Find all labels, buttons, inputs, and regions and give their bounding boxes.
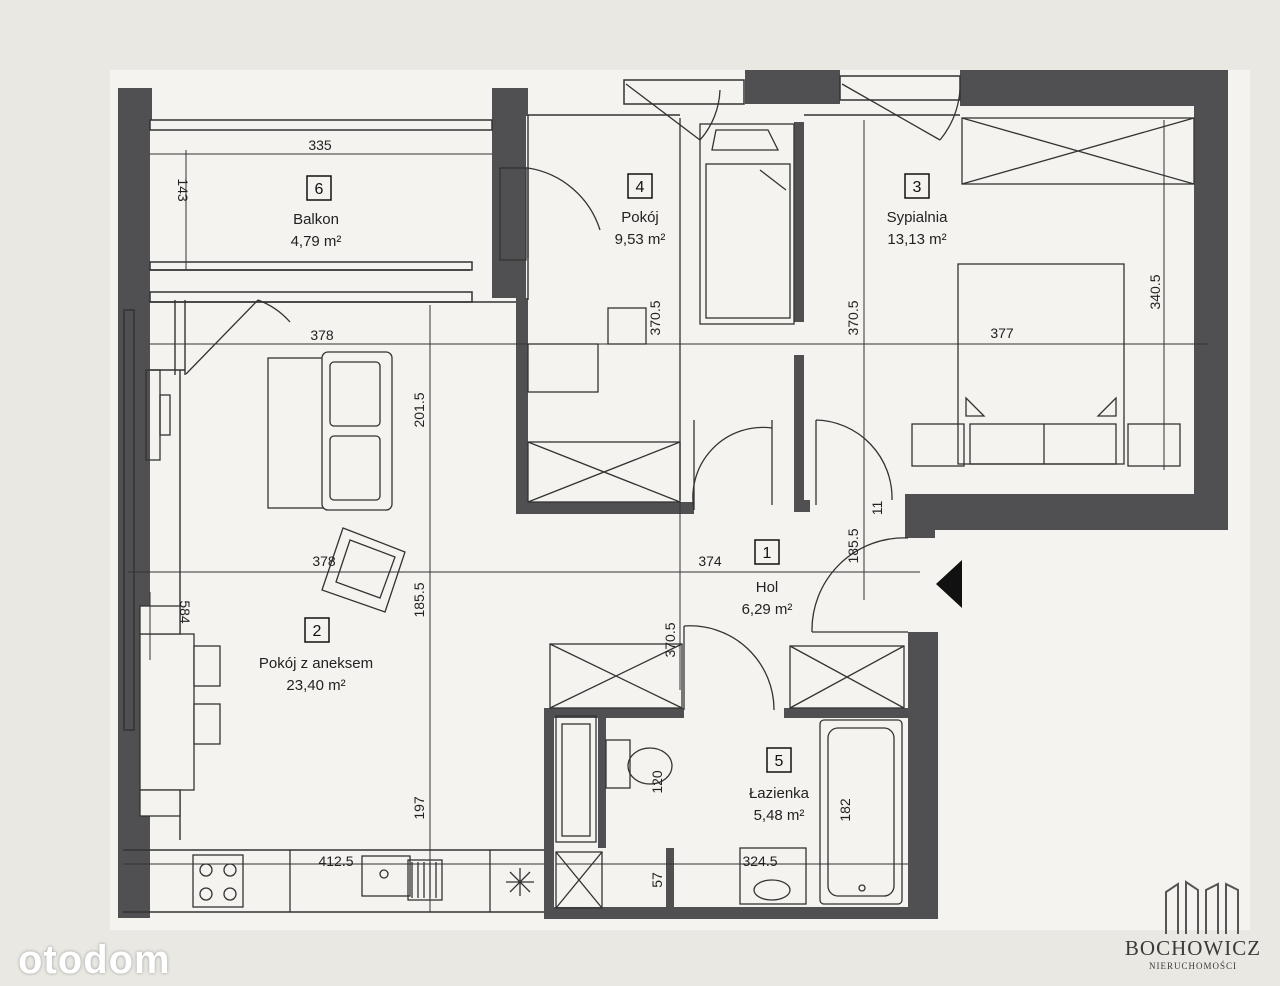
room-name: Łazienka (749, 785, 810, 802)
room-label-balkon: 6 Balkon 4,79 m² (291, 175, 342, 250)
room-area: 13,13 m² (887, 231, 946, 248)
room-number: 1 (763, 545, 772, 562)
room-number: 3 (913, 179, 922, 196)
dim-sypialnia-height: 370.5 (845, 300, 861, 335)
dim-sypialnia-side: 340.5 (1147, 274, 1163, 309)
room-area: 4,79 m² (291, 233, 342, 250)
dim-hol-width: 374 (698, 553, 722, 569)
room-name: Balkon (293, 211, 339, 228)
dim-bath-width: 324.5 (742, 853, 777, 869)
room-number: 4 (636, 179, 645, 196)
room-number: 2 (313, 623, 322, 640)
dim-bath-small-a: 120 (649, 770, 665, 794)
room-name: Pokój z aneksem (259, 655, 373, 672)
otodom-watermark: otodom (18, 938, 171, 982)
tv (145, 369, 171, 461)
interior-lines (123, 114, 960, 913)
entrance-arrow (936, 560, 962, 608)
room-area: 9,53 m² (615, 231, 666, 248)
room-label-lazienka: 5 Łazienka 5,48 m² (749, 747, 810, 824)
room-label-sypialnia: 3 Sypialnia 13,13 m² (887, 173, 949, 248)
dim-living-height-mid: 185.5 (411, 582, 427, 617)
hol-wardrobes (549, 625, 905, 711)
room-area: 23,40 m² (286, 677, 345, 694)
room-name: Pokój (621, 209, 659, 226)
dim-hol-small: 11 (869, 501, 885, 516)
room-area: 6,29 m² (742, 601, 793, 618)
dim-bath-height: 182 (837, 798, 853, 822)
room-name: Sypialnia (887, 209, 949, 226)
dim-kitchen-width: 412.5 (318, 853, 353, 869)
room-number: 5 (775, 753, 784, 770)
dim-balkon-depth: 143 (175, 178, 191, 202)
dim-living-width-mid: 378 (312, 553, 336, 569)
room-name: Hol (756, 579, 779, 596)
room-label-pokoj-z-aneksem: 2 Pokój z aneksem 23,40 m² (259, 617, 373, 694)
dim-kitchen-side: 584 (177, 600, 193, 624)
dim-balkon-width: 335 (308, 137, 332, 153)
dining-table (139, 605, 221, 817)
dim-living-height-top: 201.5 (411, 392, 427, 427)
hol-entrance (811, 537, 909, 633)
dim-living-width-top: 378 (310, 327, 334, 343)
armchair (321, 527, 406, 613)
agency-logo-icon (1165, 880, 1239, 934)
dim-living-height-bottom: 197 (411, 796, 427, 820)
room-label-pokoj: 4 Pokój 9,53 m² (615, 173, 666, 248)
room-label-hol: 1 Hol 6,29 m² (742, 539, 793, 618)
sypialnia-furniture (815, 83, 1195, 505)
room-number: 6 (315, 181, 324, 198)
dim-sypialnia-width: 377 (990, 325, 1014, 341)
dim-pokoj-height-b: 370.5 (662, 622, 678, 657)
agency-subtitle: NIERUCHOMOŚCI (1148, 961, 1237, 971)
sofa (267, 351, 393, 511)
living-balcony-door (185, 299, 291, 375)
balcony-door (499, 167, 601, 261)
agency-name: BOCHOWICZ (1124, 936, 1262, 960)
agency-brand: BOCHOWICZ NIERUCHOMOŚCI (1118, 880, 1268, 971)
bathroom-fixtures (555, 715, 903, 909)
pokoj-door (625, 83, 773, 511)
dim-bath-small-b: 57 (649, 872, 665, 888)
dimension-lines (123, 120, 1208, 912)
walls (118, 70, 1228, 919)
room-area: 5,48 m² (754, 807, 805, 824)
dim-pokoj-height: 370.5 (647, 300, 663, 335)
dim-hol-height: 185.5 (845, 528, 861, 563)
